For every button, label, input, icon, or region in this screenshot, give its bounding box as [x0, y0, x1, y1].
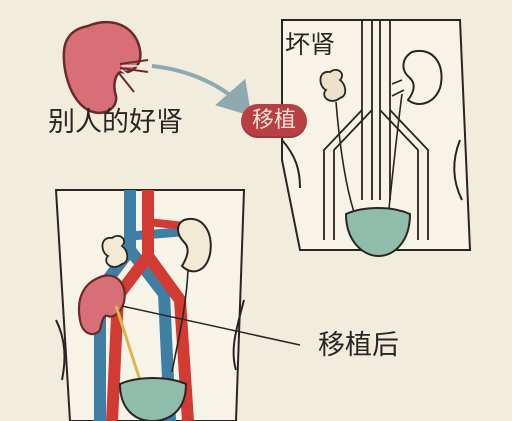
transplant-label: 移植: [251, 108, 296, 133]
donor-kidney: [62, 20, 150, 115]
donor-kidney-label: 别人的好肾: [48, 107, 183, 138]
arrow-to-transplant: [151, 64, 252, 117]
top-right-torso: [281, 19, 472, 258]
transplant-badge: 移植: [241, 104, 307, 138]
bottom-left-torso: [54, 189, 246, 421]
bad-kidney-label: 坏肾: [285, 30, 336, 59]
after-transplant-label: 移植后: [318, 330, 399, 361]
after-transplant-leader-line: [121, 305, 301, 346]
